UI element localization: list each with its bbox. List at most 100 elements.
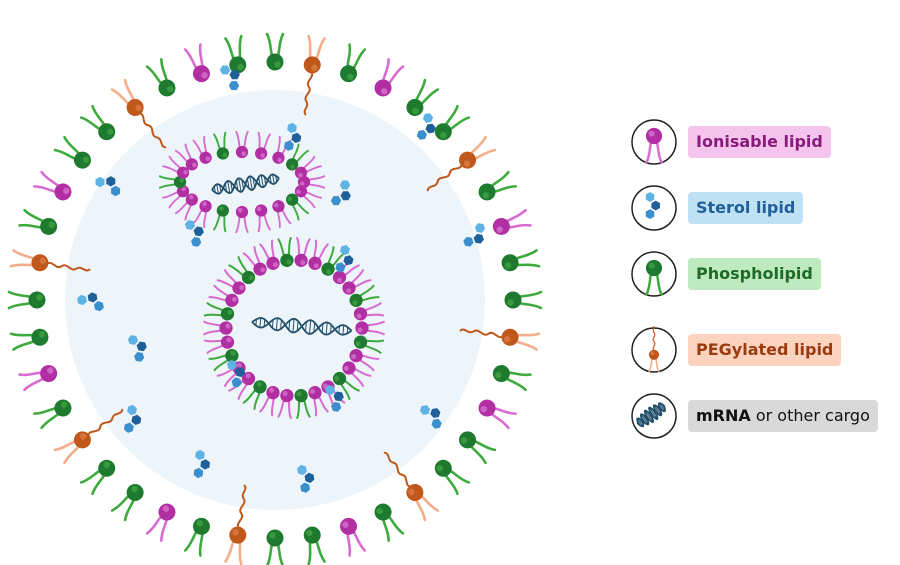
sterol-lipid [330, 180, 351, 206]
sterol-lipid [123, 404, 142, 433]
outer-lipid [7, 290, 46, 310]
outer-lipid [265, 32, 285, 71]
phospholipid-icon [631, 251, 677, 297]
mrna-strand [251, 317, 353, 336]
sterol-clusters [77, 65, 486, 493]
legend-label-pegylated: PEGylated lipid [688, 334, 842, 366]
sterol-lipid [419, 405, 442, 429]
outer-lipid [18, 208, 58, 235]
outer-lipid [340, 43, 367, 83]
legend-label-phospholipid: Phospholipid [688, 258, 821, 290]
outer-lipid [492, 365, 532, 392]
vesicle-lipid [277, 388, 294, 420]
legend-label-sterol: Sterol lipid [688, 192, 804, 224]
outer-lipid [110, 78, 167, 149]
micelle-lipid [174, 193, 198, 221]
micelle-lipid [162, 155, 190, 179]
outer-lipid [145, 58, 176, 97]
outer-lipid [459, 328, 541, 351]
lipid-nanoparticle-diagram [7, 32, 543, 565]
sterol-lipid [77, 292, 104, 312]
sterol-lipid [184, 220, 204, 247]
legend-item-phospholipid: Phospholipid [628, 250, 898, 298]
vesicle-lipid [342, 269, 372, 295]
vesicle-lipid [242, 246, 267, 276]
sterol-lipid [193, 449, 210, 479]
vesicle-lipid [203, 335, 235, 354]
vesicle-lipid [353, 302, 385, 321]
micelle-lipid [297, 175, 326, 189]
vesicle-lipid [294, 236, 311, 268]
outer-lipid [492, 208, 532, 235]
outer-lipid [504, 290, 543, 310]
sterol-lipid [335, 244, 354, 273]
outer-lipid [426, 135, 497, 192]
outer-lipid [9, 249, 91, 272]
micelle-lipid [192, 135, 212, 164]
vesicle-lipid [259, 239, 280, 270]
outer-lipid [9, 328, 49, 351]
outer-lipid [79, 104, 116, 141]
micelle-lipid [213, 204, 229, 233]
outer-lipid [224, 484, 247, 565]
sterol-lipid [463, 223, 486, 247]
mrna-legend-glyph [636, 402, 666, 428]
legend-item-pegylated: PEGylated lipid [628, 326, 898, 374]
outer-lipid [459, 431, 497, 465]
vesicle-lipid [208, 349, 239, 372]
vesicle-lipid [342, 361, 372, 387]
legend-label-mrna-suffix: or other cargo [750, 406, 870, 425]
inner-micelle [158, 130, 326, 234]
inner-vesicle [203, 236, 385, 420]
micelle-lipid [162, 185, 190, 209]
pegylated-lipid-icon [631, 326, 677, 373]
outer-lipid [224, 34, 247, 74]
micelle-lipid [213, 131, 229, 160]
sterol-lipid [416, 113, 436, 140]
vesicle-lipid [242, 380, 267, 410]
sterol-lipid [324, 385, 344, 412]
outer-lipid [183, 517, 210, 557]
vesicle-lipid [308, 239, 329, 270]
vesicle-lipid [228, 256, 256, 285]
mrna-strands [211, 173, 353, 336]
micelle-lipid [235, 130, 249, 159]
vesicle-lipid [353, 335, 385, 354]
micelle-lipid [286, 143, 310, 171]
micelle-lipid [255, 204, 271, 233]
vesicle-lipid [277, 236, 294, 268]
outer-lipid [374, 58, 405, 97]
vesicle-lipid [349, 349, 380, 372]
vesicle-lipid [203, 320, 233, 336]
vesicle-lipid [203, 302, 235, 321]
mrna-icon [631, 393, 677, 439]
outer-lipid [79, 459, 116, 496]
outer-lipid [406, 78, 440, 116]
outer-lipid [53, 408, 124, 465]
outer-lipid [501, 249, 541, 272]
outer-lipid-layer [7, 32, 543, 565]
outer-lipid [53, 135, 91, 169]
outer-lipid [33, 170, 72, 201]
outer-lipid [303, 526, 326, 565]
mrna-strand [211, 173, 280, 195]
sterol-lipid [297, 464, 315, 493]
outer-lipid [434, 459, 471, 496]
ionisable-lipid-icon [631, 119, 677, 165]
micelle-lipid [255, 131, 271, 160]
legend-label-ionisable: Ionisable lipid [688, 126, 831, 158]
pegylated-legend-lipid [648, 326, 660, 373]
outer-lipid [434, 104, 471, 141]
vesicle-lipid [208, 284, 239, 307]
outer-lipid [145, 503, 176, 542]
vesicle-lipid [355, 320, 385, 336]
micelle-lipid [294, 155, 322, 179]
sterol-legend-glyph [645, 192, 660, 220]
sterol-lipid [226, 359, 246, 388]
outer-lipid [478, 170, 517, 201]
outer-lipid [110, 484, 144, 522]
outer-lipid [266, 529, 284, 565]
micelle-lipid [294, 185, 322, 209]
micelle-lipid [235, 205, 249, 234]
legend-label-mrna-strong: mRNA [696, 406, 751, 425]
